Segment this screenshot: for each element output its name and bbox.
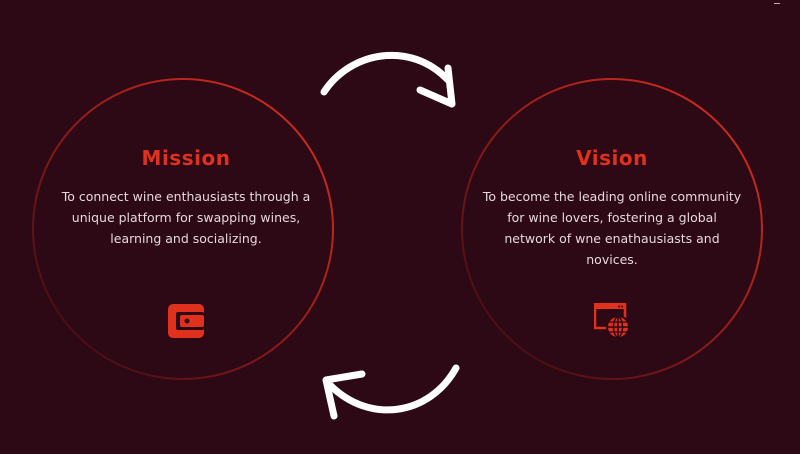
mission-card: Mission To connect wine enthausiasts thr… (56, 146, 316, 249)
mission-ring (32, 78, 334, 380)
wallet-icon (168, 304, 204, 342)
mission-text: To connect wine enthausiasts through a u… (61, 189, 311, 246)
minimize-button[interactable] (774, 3, 780, 4)
vision-ring (461, 78, 763, 380)
web-globe-icon (593, 302, 632, 343)
vision-title: Vision (576, 146, 648, 170)
cycle-arrow-bottom-icon (322, 364, 460, 420)
vision-card: Vision To become the leading online comm… (482, 146, 742, 270)
cycle-arrow-top-icon (320, 51, 456, 108)
mission-title: Mission (141, 146, 231, 170)
vision-text: To become the leading online community f… (482, 189, 742, 267)
